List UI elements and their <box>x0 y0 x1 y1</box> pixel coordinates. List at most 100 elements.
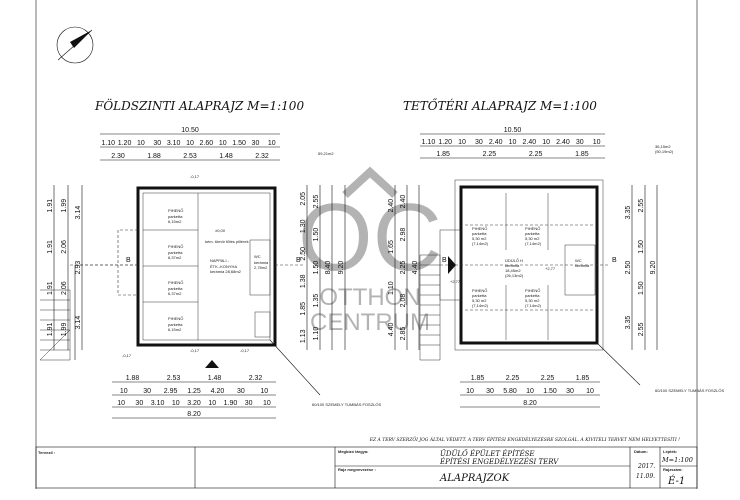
dimension-label: 30 <box>135 400 143 407</box>
section-mark: B <box>126 257 131 264</box>
dimension-label: 4.20 <box>211 388 225 395</box>
sheet-number: É-1 <box>667 475 685 487</box>
dimension-label: 1.85 <box>575 151 589 158</box>
dimension-label: 2.40 <box>556 139 570 146</box>
dimension-label: 2.25 <box>541 375 555 382</box>
client-label: Megbízó tárgya: <box>338 449 368 454</box>
dimension-label: 3.14 <box>75 316 82 330</box>
dimension-label: 30 <box>475 139 483 146</box>
dimension-label: 2.30 <box>111 153 125 160</box>
dimension-label: 1.65 <box>388 240 395 254</box>
dimension-label: 4.40 <box>412 261 419 275</box>
dimension-label: 1.88 <box>126 375 140 382</box>
dimension-label: 2.08 <box>400 294 407 308</box>
dimension-label: 2.40 <box>388 199 395 213</box>
dimension-label: 1.99 <box>61 199 68 213</box>
room-area: (7,14m2) <box>472 241 489 246</box>
dimension-label: 1.50 <box>543 388 557 395</box>
dimension-label: 1.50 <box>638 281 645 295</box>
dimension-label: 2.93 <box>75 261 82 275</box>
dimension-label: 10 <box>509 139 517 146</box>
dimension-label: 30 <box>143 388 151 395</box>
dimension-label: 2.55 <box>638 322 645 336</box>
dimension-label: 2.50 <box>625 261 632 275</box>
sheet-label: Rajz megnevezése : <box>338 467 376 472</box>
dimension-label: 2.32 <box>249 375 263 382</box>
dimension-label: 10 <box>263 400 271 407</box>
dimension-label: 10 <box>268 140 276 147</box>
copyright-notice: EZ A TERV SZERZŐI JOG ÁLTAL VÉDETT. A TE… <box>369 435 680 443</box>
title-block: EZ A TERV SZERZŐI JOG ÁLTAL VÉDETT. A TE… <box>35 435 698 489</box>
dimension-label: 10 <box>186 140 194 147</box>
dimension-label: 1.13 <box>300 329 307 343</box>
dimension-label: 10 <box>526 388 534 395</box>
dimension-label: 1.91 <box>47 281 54 295</box>
room-floor: ÉTK.-KONYHA <box>210 264 237 269</box>
room-name: PIHENŐ <box>525 288 540 293</box>
designer-label: Tervező : <box>38 450 55 455</box>
room-floor: kerámia <box>254 260 269 265</box>
room-area: (7,14m2) <box>525 241 542 246</box>
dimension-label: 10.50 <box>504 127 522 134</box>
level-marker: -0,17 <box>190 348 200 353</box>
dimension-label: 1.50 <box>313 261 320 275</box>
room-area: 5,30 m2 <box>472 298 487 303</box>
callout-label: 60/100 SZEMELY TUMBÁS FOSZLÓS <box>312 402 381 407</box>
dimension-label: 1.50 <box>232 140 246 147</box>
room-area: (7,14m2) <box>472 303 489 308</box>
room-floor: kerámia <box>505 263 520 268</box>
room-floor: parketta <box>168 250 183 255</box>
sheet-no-label: Rajzszám: <box>663 467 683 472</box>
scale-value: M=1:100 <box>661 456 693 464</box>
dimension-label: 30 <box>237 388 245 395</box>
dimension-label: 2.40 <box>523 139 537 146</box>
room-area: 6,37m2 <box>168 291 182 296</box>
dimension-label: 1.10 <box>313 327 320 341</box>
dimension-label: 1.48 <box>208 375 222 382</box>
dimension-label: 2.50 <box>300 247 307 261</box>
dimension-label: 1.10 <box>388 281 395 295</box>
dimension-label: 10 <box>260 388 268 395</box>
dimension-label: 3.14 <box>75 206 82 220</box>
dimension-label: 10.50 <box>181 127 199 134</box>
attic-floor-title: TETŐTÉRI ALAPRAJZ M=1:100 <box>403 98 597 113</box>
svg-text:OC: OC <box>298 184 442 291</box>
dimension-label: 1.35 <box>313 294 320 308</box>
dimension-label: 10 <box>172 400 180 407</box>
dimension-label: 2.05 <box>300 192 307 206</box>
callout-label: 60/100 SZEMELY TUMBÁS FOSZLÓS <box>655 388 724 393</box>
total-area-label: 36,15m2 <box>655 144 671 149</box>
room-floor: parketta <box>472 231 487 236</box>
section-mark: B <box>442 257 447 264</box>
dimension-label: 2.06 <box>61 240 68 254</box>
dimension-label: 8.20 <box>187 411 201 418</box>
dimension-label: 2.06 <box>61 281 68 295</box>
dimension-label: 10 <box>208 400 216 407</box>
dimension-label: 1.91 <box>47 322 54 336</box>
dimension-label: 30 <box>153 140 161 147</box>
room-name: PIHENŐ <box>168 208 183 213</box>
room-area: 2,78m2 <box>254 265 268 270</box>
room-area: 5,30 m2 <box>472 236 487 241</box>
room-name: PIHENŐ <box>168 244 183 249</box>
dimension-label: 10 <box>542 139 550 146</box>
room-floor: parketta <box>525 231 540 236</box>
dimension-label: 1.85 <box>471 375 485 382</box>
dimension-label: 9.20 <box>338 261 345 275</box>
level-marker: -0,17 <box>240 348 250 353</box>
date-year: 2017. <box>637 463 655 470</box>
dimension-label: 1.10 <box>101 140 115 147</box>
dimension-label: 30 <box>245 400 253 407</box>
dimension-label: 30 <box>252 140 260 147</box>
dimension-label: 3.10 <box>151 400 165 407</box>
dimension-label: 2.40 <box>489 139 503 146</box>
scale-label: Lépték: <box>663 449 677 454</box>
dimension-label: 2.60 <box>200 140 214 147</box>
room-area: kerámia 28,68m2 <box>210 269 242 274</box>
dimension-label: 10 <box>120 388 128 395</box>
dimension-label: 2.98 <box>400 228 407 242</box>
room-area: 6,37m2 <box>168 255 182 260</box>
dimension-label: 4.40 <box>388 322 395 336</box>
room-floor: kerámia <box>575 263 590 268</box>
dimension-label: 1.88 <box>147 153 161 160</box>
